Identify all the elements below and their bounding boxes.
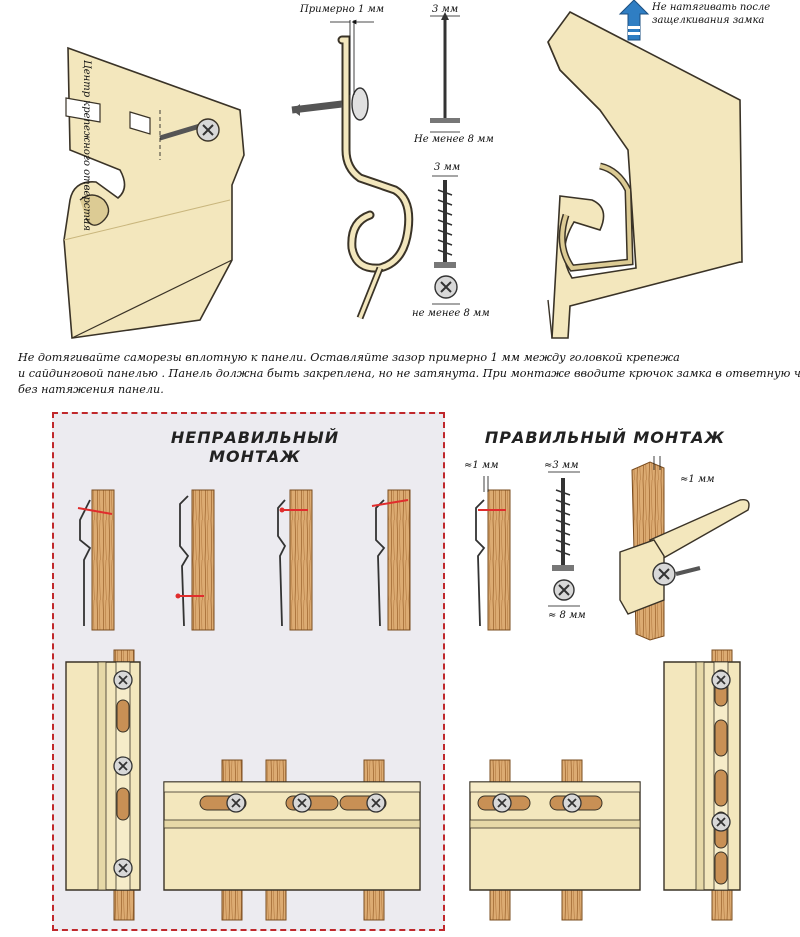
right-3d-detail [619,456,750,641]
nail-min-8mm-label: Не менее 8 мм [414,134,494,145]
screw-3mm-label: 3 мм [434,162,461,173]
panel-cross-section [291,20,414,320]
wrong-profile-1 [77,489,115,631]
right-horizontal-panel [469,759,641,921]
right-profile [475,476,511,631]
right-vertical-panel [663,649,741,921]
right-installation-title: ПРАВИЛЬНЫЙ МОНТАЖ [484,428,726,447]
caption-line-3: без натяжения панели. [18,383,164,396]
right-screw-8mm-label: ≈ 8 мм [548,610,586,621]
caption-line-1: Не дотягивайте саморезы вплотную к панел… [18,351,680,364]
right-screw-3mm-label: ≈3 мм [544,460,579,471]
screw-drawing [432,175,460,305]
center-hole-label: Центр крепежного отверстия [81,60,92,231]
wrong-profile-3 [277,489,313,631]
approx-1mm-label: Примерно 1 мм [300,4,385,15]
no-tension-label-2: защелкивания замка [652,15,765,26]
screw-min-8mm-label: не менее 8 мм [412,308,490,319]
wrong-title-line-2: МОНТАЖ [209,447,301,466]
nail-drawing [430,12,460,133]
no-tension-label-1: Не натягивать после [652,2,771,13]
wrong-title-line-1: НЕПРАВИЛЬНЫЙ [170,428,340,447]
direction-arrow-icon [618,0,650,41]
wrong-vertical-panel [65,649,141,921]
nail-3mm-label: 3 мм [432,4,459,15]
caption-line-2: и сайдинговой панелью . Панель должна бы… [18,367,800,380]
right-gap-1mm-label-a: ≈1 мм [464,460,499,471]
right-gap-1mm-label-b: ≈1 мм [680,474,715,485]
wrong-profile-2 [175,489,215,631]
panel-profile-left [63,46,245,339]
wrong-installation-title: НЕПРАВИЛЬНЫЙ МОНТАЖ [150,428,360,466]
wrong-horizontal-panel [163,759,421,921]
right-screw [548,471,580,607]
instruction-caption: Не дотягивайте саморезы вплотную к панел… [18,350,800,398]
wrong-profile-4 [371,489,411,631]
panel-profile-right [547,10,743,339]
